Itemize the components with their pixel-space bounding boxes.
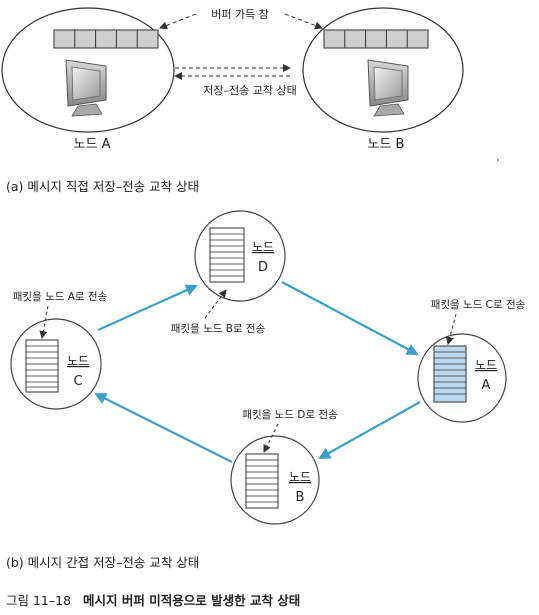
note-send-to-d: 패킷을 노드 D로 전송 (242, 409, 338, 421)
node-d-buffer (209, 227, 245, 283)
node-b-buffer (245, 453, 279, 509)
figure-caption: 그림 11–18 메시지 버퍼 미적용으로 발생한 교착 상태 (6, 590, 300, 609)
node-b-word: 노드 (289, 470, 311, 484)
packet-note-pointers (39, 289, 457, 453)
cycle-arrows (94, 281, 421, 463)
note-send-to-c: 패킷을 노드 C로 전송 (431, 299, 526, 311)
arrow-c-to-d (97, 284, 198, 332)
node-c-buffer (25, 339, 59, 393)
caption-b: (b) 메시지 간접 저장–전송 교착 상태 (6, 555, 200, 570)
node-b-computer-icon (367, 59, 409, 117)
node-a-computer-icon (65, 59, 107, 117)
deadlock-exchange-arrows (174, 64, 291, 80)
arrow-b-to-c (94, 393, 233, 463)
buffer-full-label: 버퍼 가득 참 (211, 8, 269, 21)
node-a-buffer (433, 345, 467, 403)
node-a-letter: A (482, 378, 491, 393)
node-a-buffer-full (53, 29, 159, 49)
node-a: 노드 A (417, 333, 507, 423)
arrow-a-to-b (318, 401, 421, 459)
node-b-buffer-full (323, 29, 429, 49)
note-send-to-a: 패킷을 노드 A로 전송 (13, 291, 108, 303)
arrow-d-to-a (281, 281, 419, 355)
node-c-letter: C (73, 374, 82, 389)
stray-dot (497, 159, 499, 161)
node-d-letter: D (258, 260, 268, 275)
node-c: 노드 C (10, 318, 102, 410)
note-send-to-b: 패킷을 노드 B로 전송 (171, 323, 266, 335)
figure-title: 메시지 버퍼 미적용으로 발생한 교착 상태 (83, 593, 301, 608)
node-b-label: 노드 B (368, 137, 405, 152)
node-b-letter: B (296, 490, 305, 505)
node-a-word: 노드 (475, 358, 497, 372)
caption-a: (a) 메시지 직접 저장–전송 교착 상태 (6, 179, 200, 194)
node-d: 노드 D (194, 210, 286, 302)
node-a-label: 노드 A (74, 137, 111, 152)
node-c-word: 노드 (67, 354, 89, 368)
node-b: 노드 B (230, 435, 320, 525)
node-d-word: 노드 (252, 240, 274, 254)
deadlock-label: 저장–전송 교착 상태 (203, 84, 296, 97)
figure-number: 그림 11–18 (6, 593, 72, 608)
